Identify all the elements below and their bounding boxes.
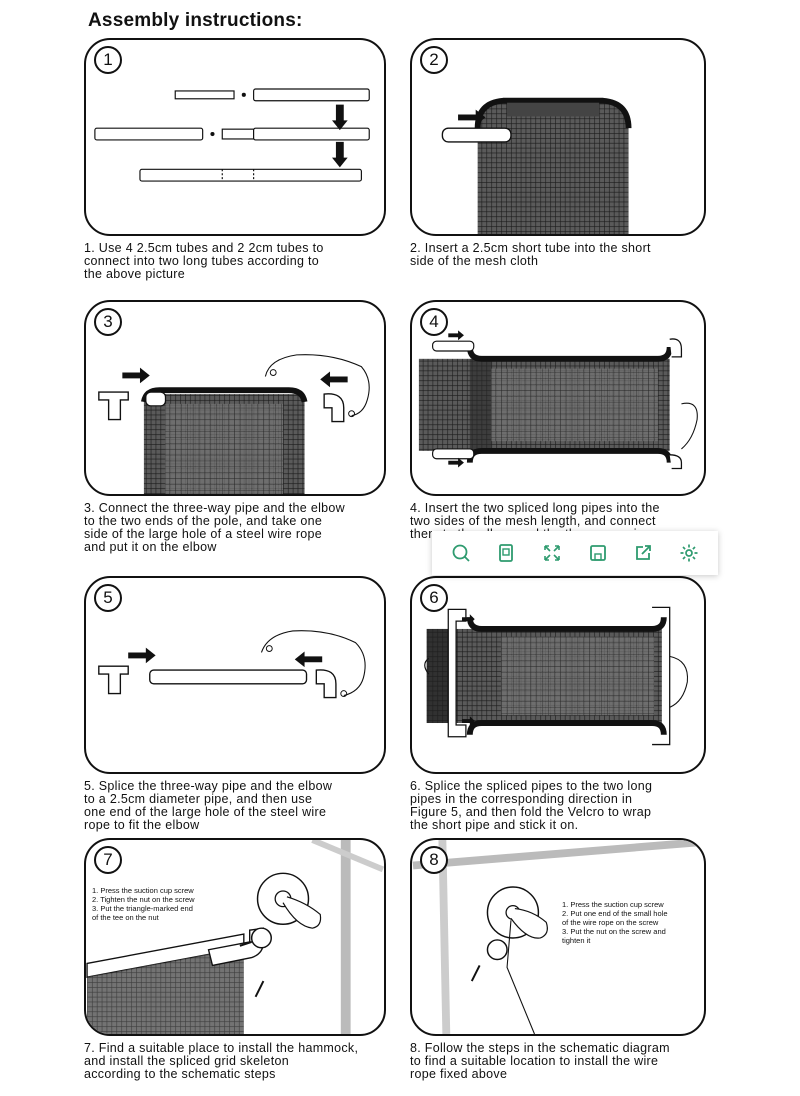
step-7-panel: 7 1. Press the suction cup screw 2. Tigh… — [84, 838, 386, 1036]
tablet-button[interactable] — [491, 538, 521, 568]
step-5-number: 5 — [94, 584, 122, 612]
step-2-caption: 2. Insert a 2.5cm short tube into the sh… — [410, 241, 651, 268]
page-title: Assembly instructions: — [88, 10, 303, 31]
share-icon — [636, 545, 652, 560]
step-8-number: 8 — [420, 846, 448, 874]
search-button[interactable] — [446, 538, 476, 568]
step-2-number: 2 — [420, 46, 448, 74]
step-7-illustration — [86, 840, 384, 1034]
step-2-illustration — [441, 97, 632, 234]
step-6-caption: 6. Splice the spliced pipes to the two l… — [410, 779, 653, 832]
step-5-illustration — [98, 630, 366, 699]
step-6-panel: 6 — [410, 576, 706, 774]
step-1-panel: 1 — [84, 38, 386, 236]
step-2-panel: 2 — [410, 38, 706, 236]
step-7-caption: 7. Find a suitable place to install the … — [84, 1041, 359, 1081]
step-4-number: 4 — [420, 308, 448, 336]
step-6-illustration — [424, 606, 689, 746]
step-5-caption: 5. Splice the three-way pipe and the elb… — [84, 779, 333, 832]
step-3-illustration — [98, 354, 370, 494]
search-icon — [452, 544, 470, 562]
settings-button[interactable] — [674, 538, 704, 568]
expand-button[interactable] — [537, 538, 567, 568]
step-5-panel: 5 — [84, 576, 386, 774]
save-button[interactable] — [583, 538, 613, 568]
step-3-caption: 3. Connect the three-way pipe and the el… — [84, 501, 345, 554]
step-8-notes: 1. Press the suction cup screw 2. Put on… — [562, 900, 668, 945]
step-1-caption: 1. Use 4 2.5cm tubes and 2 2cm tubes to … — [84, 241, 324, 281]
tablet-icon — [499, 544, 514, 562]
step-8-caption: 8. Follow the steps in the schematic dia… — [410, 1041, 670, 1081]
step-4-illustration — [418, 330, 698, 470]
step-8-panel: 8 1. Press the suction cup screw 2. Put … — [410, 838, 706, 1036]
step-7-number: 7 — [94, 846, 122, 874]
step-4-panel: 4 — [410, 300, 706, 496]
step-1-illustration — [94, 88, 370, 182]
step-3-number: 3 — [94, 308, 122, 336]
step-8-illustration — [412, 840, 704, 1034]
step-1-number: 1 — [94, 46, 122, 74]
floating-toolbar — [432, 531, 718, 575]
step-3-panel: 3 — [84, 300, 386, 496]
expand-icon — [544, 545, 560, 561]
share-button[interactable] — [628, 538, 658, 568]
step-7-notes: 1. Press the suction cup screw 2. Tighte… — [92, 886, 195, 922]
gear-icon — [680, 544, 698, 562]
step-6-number: 6 — [420, 584, 448, 612]
save-icon — [589, 545, 606, 561]
